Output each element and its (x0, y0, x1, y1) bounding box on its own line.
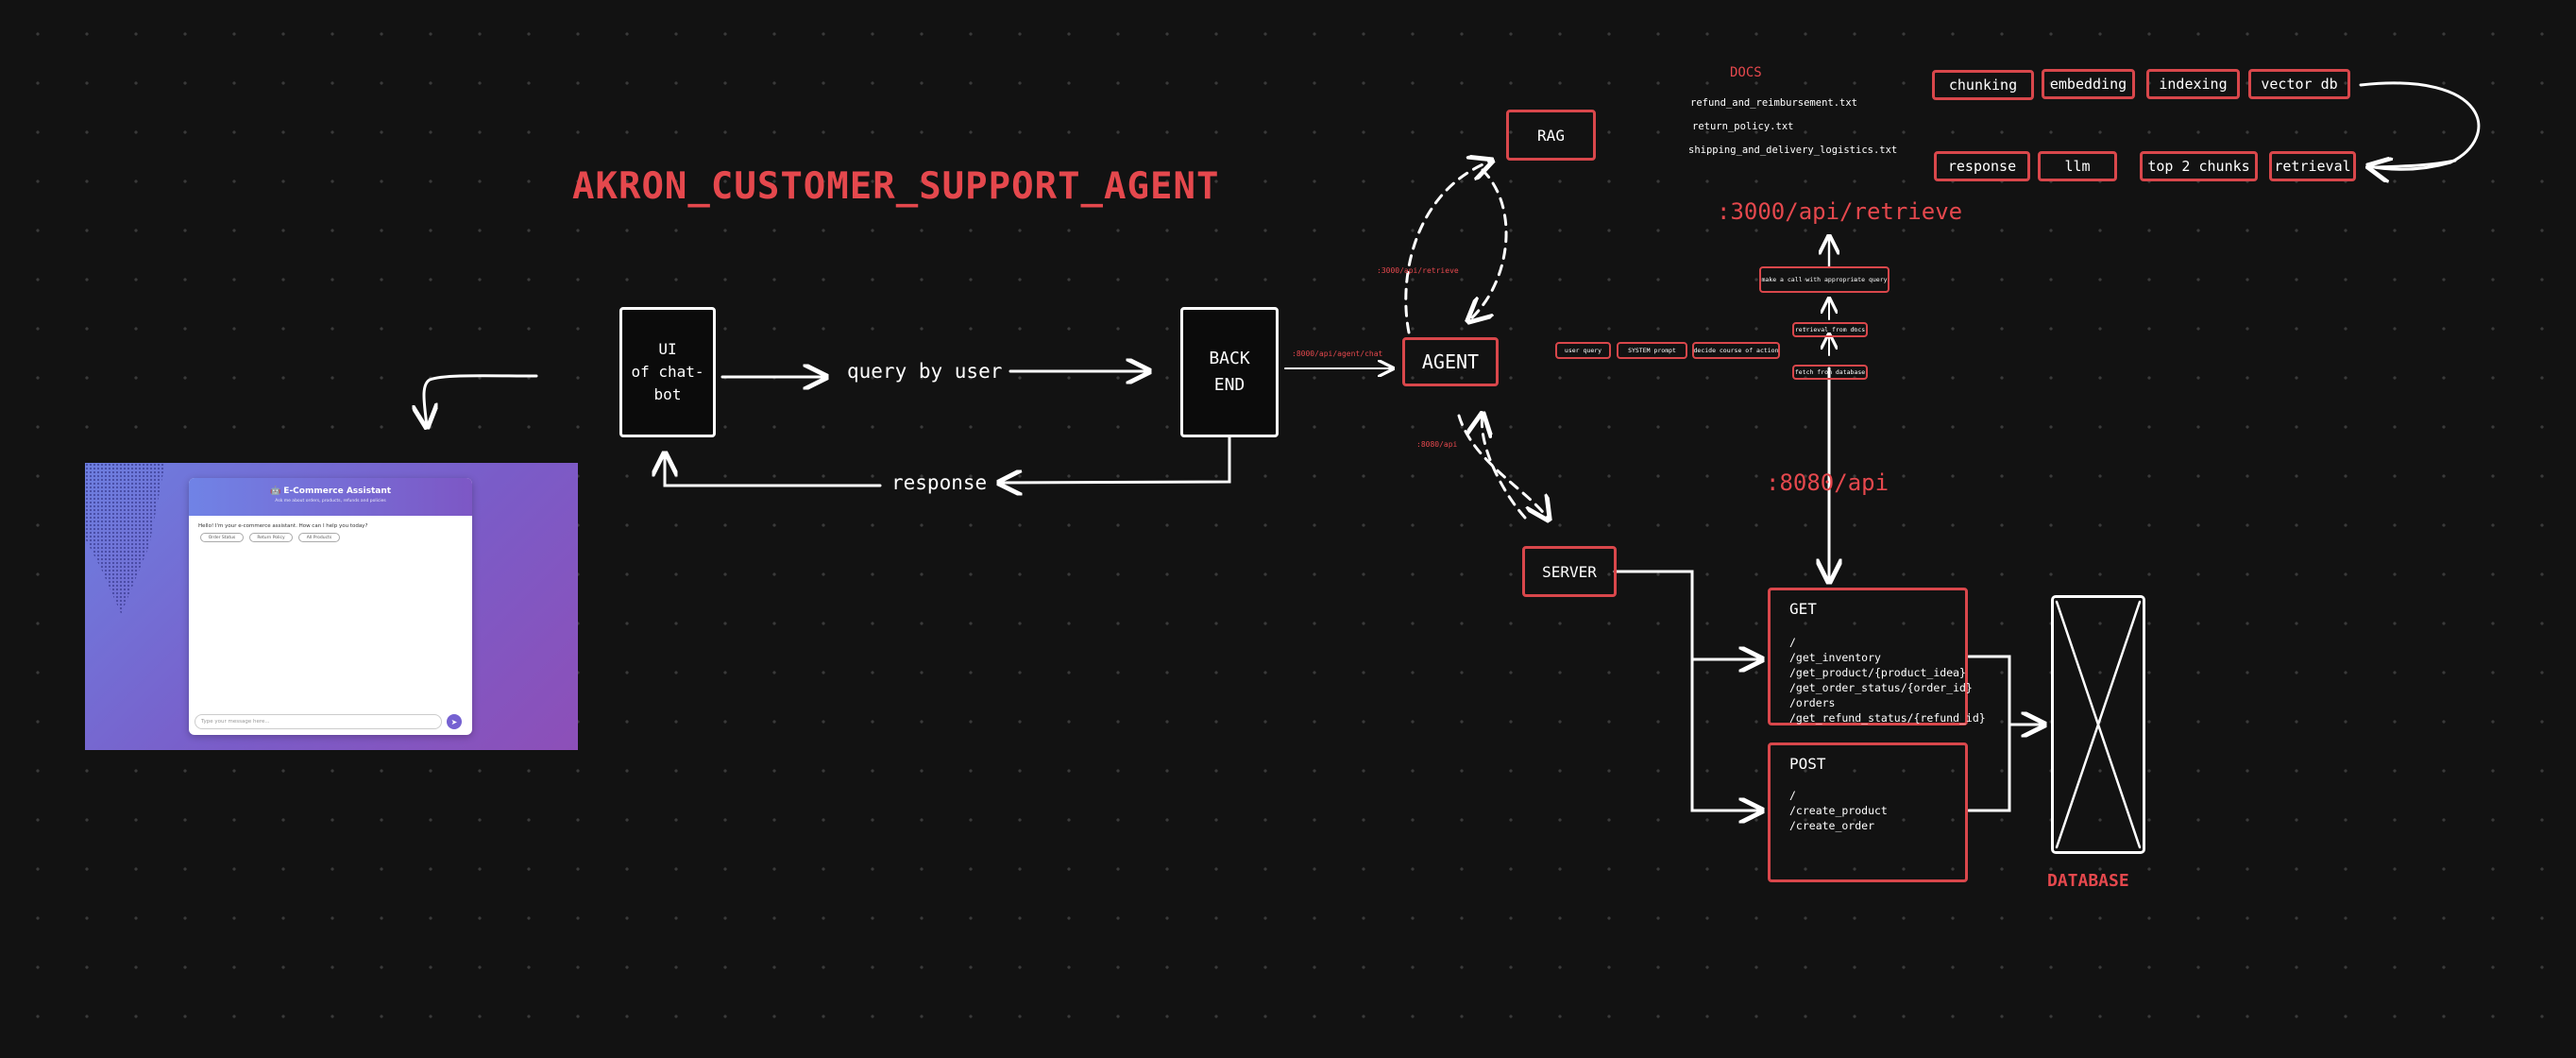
get-route: /get_product/{product_idea} (1789, 666, 1966, 679)
fetch-from-database-node: fetch from database (1792, 365, 1868, 380)
arrow-to-screenshot (424, 374, 538, 427)
backend-line-1: BACK (1209, 349, 1250, 368)
arrow-post-to-db (1967, 723, 2011, 812)
ui-line-1: UI (658, 340, 677, 358)
post-routes-node: POST / /create_product /create_order (1768, 742, 1968, 882)
arrow-pipeline-loop-b (2373, 159, 2457, 169)
backend-line-2: END (1213, 375, 1246, 395)
dashed-server-to-agent (1482, 414, 1527, 520)
tool-call-node: make a call with appropriate query (1759, 266, 1890, 293)
ui-chatbot-node: UI of chat- bot (619, 307, 716, 437)
agent-server-endpoint: :8080/api (1416, 440, 1458, 449)
pipeline-embedding: embedding (2042, 69, 2135, 99)
post-heading: POST (1789, 755, 1826, 773)
quick-reply-chip[interactable]: Return Policy (249, 533, 293, 542)
quick-reply-chip[interactable]: Order Status (200, 533, 244, 542)
database-label: DATABASE (2047, 871, 2129, 891)
pipeline-retrieval: retrieval (2269, 151, 2356, 181)
arrow-server-to-get (1613, 570, 1762, 659)
post-route: /create_order (1789, 819, 1875, 832)
send-arrow-icon[interactable]: ➤ (447, 714, 462, 729)
post-route: /create_product (1789, 804, 1888, 817)
chatbot-screenshot: 🤖 E-Commerce Assistant Ask me about orde… (85, 463, 578, 750)
agent-step-decide-action: decide course of action (1692, 342, 1780, 359)
chat-subtitle: Ask me about orders, products, refunds a… (275, 499, 386, 503)
quick-reply-chip[interactable]: All Products (298, 533, 340, 542)
docs-heading: DOCS (1730, 65, 1762, 80)
arrow-server-to-post (1690, 657, 1762, 811)
arrow-backend-response (999, 435, 1231, 483)
arrow-response-to-ui (665, 453, 882, 487)
database-cross-b (2055, 600, 2142, 849)
response-label: response (891, 471, 988, 494)
ui-line-3: bot (653, 385, 682, 403)
get-route: / (1789, 636, 1796, 649)
get-route: /orders (1789, 696, 1836, 709)
pipeline-indexing: indexing (2146, 69, 2240, 99)
pipeline-response: response (1934, 151, 2030, 181)
backend-agent-endpoint: :8000/api/agent/chat (1292, 350, 1383, 358)
bot-greeting: Hello! I'm your e-commerce assistant. Ho… (198, 523, 368, 529)
dashed-agent-to-server (1457, 414, 1549, 520)
get-heading: GET (1789, 600, 1817, 618)
get-route: /get_inventory (1789, 651, 1881, 664)
get-route: /get_refund_status/{refund_id} (1789, 711, 1986, 725)
rag-node: RAG (1506, 110, 1596, 161)
retrieval-from-docs-node: retrieval from docs (1792, 322, 1868, 337)
agent-node: AGENT (1402, 337, 1499, 386)
doc-file: refund_and_reimbursement.txt (1690, 97, 1858, 109)
retrieve-endpoint-label: :3000/api/retrieve (1717, 198, 1963, 225)
dashed-rag-to-agent (1468, 168, 1508, 321)
arrow-get-to-db (1967, 655, 2044, 725)
pipeline-vector-db: vector db (2248, 69, 2350, 99)
chat-title: 🤖 E-Commerce Assistant (269, 486, 392, 496)
pipeline-llm: llm (2038, 151, 2117, 181)
dashed-agent-to-rag (1404, 161, 1492, 334)
query-by-user-label: query by user (847, 360, 1003, 383)
agent-retrieve-endpoint: :3000/api/retrieve (1377, 266, 1459, 275)
backend-node: BACK END (1180, 307, 1279, 437)
chat-window: 🤖 E-Commerce Assistant Ask me about orde… (189, 478, 472, 735)
chat-header: 🤖 E-Commerce Assistant Ask me about orde… (189, 478, 472, 516)
ui-line-2: of chat- (631, 363, 704, 381)
message-input[interactable]: Type your message here... (195, 714, 442, 729)
doc-file: shipping_and_delivery_logistics.txt (1688, 145, 1898, 156)
database-node (2051, 595, 2145, 854)
agent-step-user-query: user query (1555, 342, 1611, 359)
diagram-title: AKRON_CUSTOMER_SUPPORT_AGENT (572, 165, 1220, 208)
get-routes-node: GET / /get_inventory /get_product/{produ… (1768, 588, 1986, 725)
arrow-pipeline-loop (2359, 81, 2481, 169)
decorative-dot-pattern (85, 463, 165, 614)
api-endpoint-label: :8080/api (1766, 469, 1890, 496)
agent-step-system-prompt: SYSTEM prompt (1617, 342, 1687, 359)
pipeline-chunking: chunking (1932, 70, 2034, 100)
get-route: /get_order_status/{order_id} (1789, 681, 1973, 694)
server-node: SERVER (1522, 546, 1617, 597)
post-route: / (1789, 789, 1796, 802)
pipeline-top-2-chunks: top 2 chunks (2140, 151, 2258, 181)
doc-file: return_policy.txt (1692, 121, 1794, 132)
